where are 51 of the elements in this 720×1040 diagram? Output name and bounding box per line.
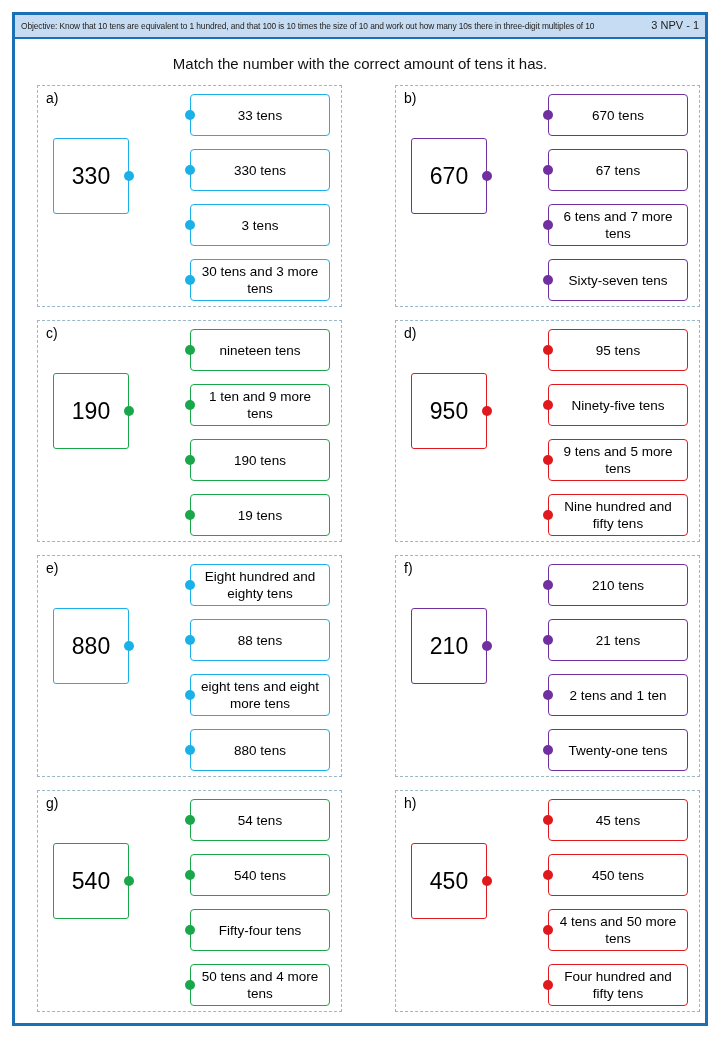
answer-box: 6 tens and 7 more tens (548, 204, 688, 246)
answer-box: 88 tens (190, 619, 330, 661)
answer-box: 50 tens and 4 more tens (190, 964, 330, 1006)
answer-box: 3 tens (190, 204, 330, 246)
answer-box: nineteen tens (190, 329, 330, 371)
question-letter: h) (404, 795, 417, 811)
answer-box: Fifty-four tens (190, 909, 330, 951)
cluster (395, 555, 700, 777)
answer-box: 670 tens (548, 94, 688, 136)
question-letter: d) (404, 325, 417, 341)
answer-box: 9 tens and 5 more tens (548, 439, 688, 481)
objective-text: Objective: Know that 10 tens are equivalent to 1 hundred, and that 100 is 10 times the size of 10 and work out how many 10s there in three-digit multiples of 10 (21, 21, 595, 31)
instruction-heading: Match the number with the correct amount of tens it has. (171, 55, 549, 72)
answer-box: 2 tens and 1 ten (548, 674, 688, 716)
answer-box: 330 tens (190, 149, 330, 191)
cluster (37, 85, 342, 307)
answer-box: 45 tens (548, 799, 688, 841)
answer-box: Ninety-five tens (548, 384, 688, 426)
answer-box: 450 tens (548, 854, 688, 896)
answer-box: Four hundred and fifty tens (548, 964, 688, 1006)
answer-box: 880 tens (190, 729, 330, 771)
question-letter: a) (46, 90, 59, 106)
answer-box: 21 tens (548, 619, 688, 661)
answer-box: 19 tens (190, 494, 330, 536)
question-letter: f) (404, 560, 413, 576)
answer-box: 540 tens (190, 854, 330, 896)
answer-box: 30 tens and 3 more tens (190, 259, 330, 301)
answer-box: 95 tens (548, 329, 688, 371)
answer-box: 210 tens (548, 564, 688, 606)
question-letter: g) (46, 795, 59, 811)
answer-box: Nine hundred and fifty tens (548, 494, 688, 536)
answer-box: 1 ten and 9 more tens (190, 384, 330, 426)
answer-box: 54 tens (190, 799, 330, 841)
lesson-code: 3 NPV - 1 (651, 19, 699, 31)
cluster (395, 85, 700, 307)
answer-box: Sixty-seven tens (548, 259, 688, 301)
answer-box: eight tens and eight more tens (190, 674, 330, 716)
question-letter: b) (404, 90, 417, 106)
cluster (37, 555, 342, 777)
question-letter: c) (46, 325, 58, 341)
cluster (395, 790, 700, 1012)
answer-box: Twenty-one tens (548, 729, 688, 771)
answer-box: Eight hundred and eighty tens (190, 564, 330, 606)
question-letter: e) (46, 560, 59, 576)
answer-box: 33 tens (190, 94, 330, 136)
cluster (37, 790, 342, 1012)
cluster (37, 320, 342, 542)
answer-box: 4 tens and 50 more tens (548, 909, 688, 951)
cluster (395, 320, 700, 542)
answer-box: 190 tens (190, 439, 330, 481)
answer-box: 67 tens (548, 149, 688, 191)
